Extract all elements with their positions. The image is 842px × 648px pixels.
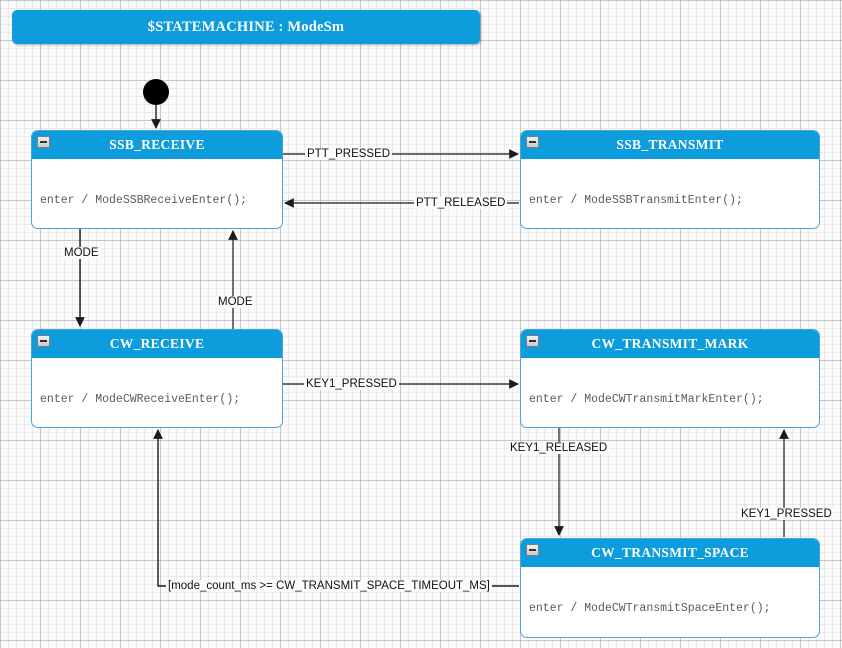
statemachine-title-text: $STATEMACHINE : ModeSm [147,18,345,35]
state-name-ssb-transmit: SSB_TRANSMIT [616,137,724,152]
state-ssb-transmit[interactable]: SSB_TRANSMIT enter / ModeSSBTransmitEnte… [520,130,820,229]
state-cw-receive[interactable]: CW_RECEIVE enter / ModeCWReceiveEnter();… [31,329,283,428]
collapse-minus-icon[interactable] [37,335,50,347]
edge-label-timeout-guard: [mode_count_ms >= CW_TRANSMIT_SPACE_TIME… [166,580,492,592]
edge-label-ptt-released: PTT_RELEASED [414,197,508,209]
state-action-line: enter / ModeSSBReceiveEnter(); [40,194,248,207]
edge-label-key1-pressed-back: KEY1_PRESSED [739,508,834,520]
state-body-ssb-transmit: enter / ModeSSBTransmitEnter(); exit / M… [521,159,819,228]
state-cw-transmit-mark[interactable]: CW_TRANSMIT_MARK enter / ModeCWTransmitM… [520,329,820,428]
state-name-cw-transmit-mark: CW_TRANSMIT_MARK [591,336,749,351]
state-ssb-receive[interactable]: SSB_RECEIVE enter / ModeSSBReceiveEnter(… [31,130,283,229]
edge-label-key1-released: KEY1_RELEASED [508,442,610,454]
initial-state-node [143,79,169,105]
collapse-minus-icon[interactable] [526,544,539,556]
state-header-cw-transmit-mark[interactable]: CW_TRANSMIT_MARK [521,330,819,358]
state-body-cw-receive: enter / ModeCWReceiveEnter(); exit / Mod… [32,358,282,427]
state-header-cw-transmit-space[interactable]: CW_TRANSMIT_SPACE [521,539,819,567]
state-header-ssb-transmit[interactable]: SSB_TRANSMIT [521,131,819,159]
collapse-minus-icon[interactable] [526,136,539,148]
state-body-cw-transmit-mark: enter / ModeCWTransmitMarkEnter(); exit … [521,358,819,427]
edge-label-mode-up: MODE [216,296,255,308]
edge-label-key1-pressed-mark: KEY1_PRESSED [304,378,399,390]
collapse-minus-icon[interactable] [526,335,539,347]
collapse-minus-icon[interactable] [37,136,50,148]
state-body-ssb-receive: enter / ModeSSBReceiveEnter(); exit / Mo… [32,159,282,228]
state-action-line: enter / ModeCWReceiveEnter(); [40,393,241,406]
state-action-line: enter / ModeCWTransmitMarkEnter(); [529,393,764,406]
statemachine-title-bar[interactable]: $STATEMACHINE : ModeSm [12,10,480,44]
state-action-line: enter / ModeCWTransmitSpaceEnter(); [529,602,771,615]
state-name-cw-transmit-space: CW_TRANSMIT_SPACE [591,545,749,560]
state-body-cw-transmit-space: enter / ModeCWTransmitSpaceEnter(); ente… [521,567,819,637]
edge-timeout-guard [153,429,519,587]
state-name-cw-receive: CW_RECEIVE [109,336,205,351]
state-cw-transmit-space[interactable]: CW_TRANSMIT_SPACE enter / ModeCWTransmit… [520,538,820,638]
state-header-ssb-receive[interactable]: SSB_RECEIVE [32,131,282,159]
state-name-ssb-receive: SSB_RECEIVE [109,137,205,152]
state-header-cw-receive[interactable]: CW_RECEIVE [32,330,282,358]
edge-label-mode-down: MODE [62,247,101,259]
state-action-line: enter / ModeSSBTransmitEnter(); [529,194,743,207]
edge-label-ptt-pressed: PTT_PRESSED [305,148,393,160]
